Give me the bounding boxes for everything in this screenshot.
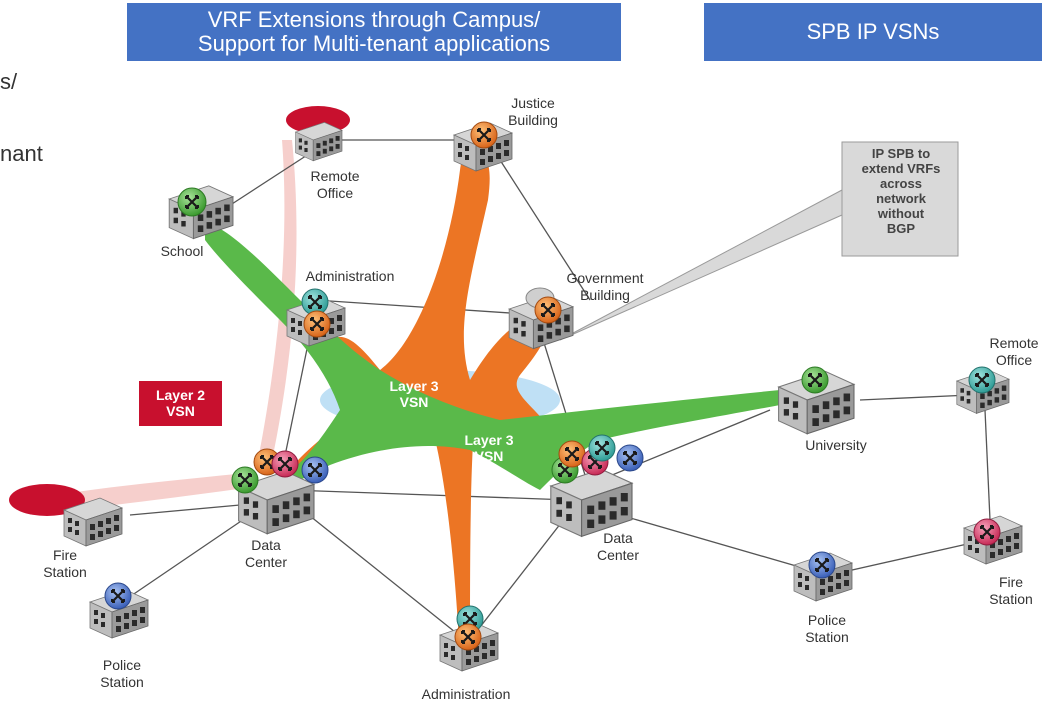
remote-office-top-site (286, 106, 350, 162)
remote-office-right-site (956, 366, 1010, 414)
school-site (168, 185, 234, 240)
administration-top-site (286, 288, 346, 347)
fire-station-left-site (9, 484, 123, 547)
police-station-left-site (89, 582, 149, 639)
label-university: University (805, 437, 867, 453)
cut-off-text: s/ nant (0, 22, 43, 190)
label-data-center-left: Data Center (244, 537, 288, 570)
label-data-center-right: Data Center (596, 530, 640, 563)
label-government-building: Government Building (566, 270, 644, 303)
police-station-right-site (793, 551, 853, 602)
cut-off-line-2: nant (0, 141, 43, 166)
data-center-right-site (550, 434, 644, 538)
university-site (777, 366, 855, 435)
callout-ip-spb-text: IP SPB to extend VRFs across network wit… (861, 146, 941, 236)
label-remote-office-right: Remote Office (989, 335, 1039, 368)
administration-bottom-site (439, 605, 499, 672)
layer3-vsn-label-green: Layer 3 VSN (464, 432, 514, 464)
data-center-left-site (231, 448, 329, 535)
header-spb-ip-vsns: SPB IP VSNs (704, 3, 1042, 61)
label-administration-bottom: Administration (421, 686, 511, 702)
label-remote-office-top: Remote Office (310, 168, 360, 201)
label-fire-station-right: Fire Station (989, 574, 1033, 607)
label-justice-building: Justice Building (508, 95, 558, 128)
government-building-site (508, 287, 574, 350)
layer2-router-cap-left (9, 484, 85, 516)
layer2-vsn-badge: Layer 2 VSN (139, 381, 222, 426)
cut-off-line-1: s/ (0, 69, 18, 94)
callout-box (559, 141, 959, 341)
label-fire-station-left: Fire Station (43, 547, 87, 580)
justice-building-site (453, 121, 513, 172)
layer3-vsn-label-orange: Layer 3 VSN (389, 378, 439, 410)
label-school: School (160, 243, 204, 259)
header-left-line-2: Support for Multi-tenant applications (197, 31, 551, 56)
label-police-station-left: Police Station (100, 657, 144, 690)
label-administration-top: Administration (305, 268, 395, 284)
green-layer3-vsn (205, 224, 780, 491)
header-vrf-extensions: VRF Extensions through Campus/ Support f… (127, 3, 621, 61)
label-police-station-right: Police Station (805, 612, 849, 645)
header-left-line-1: VRF Extensions through Campus/ (207, 7, 541, 32)
fire-station-right-site (963, 515, 1023, 565)
